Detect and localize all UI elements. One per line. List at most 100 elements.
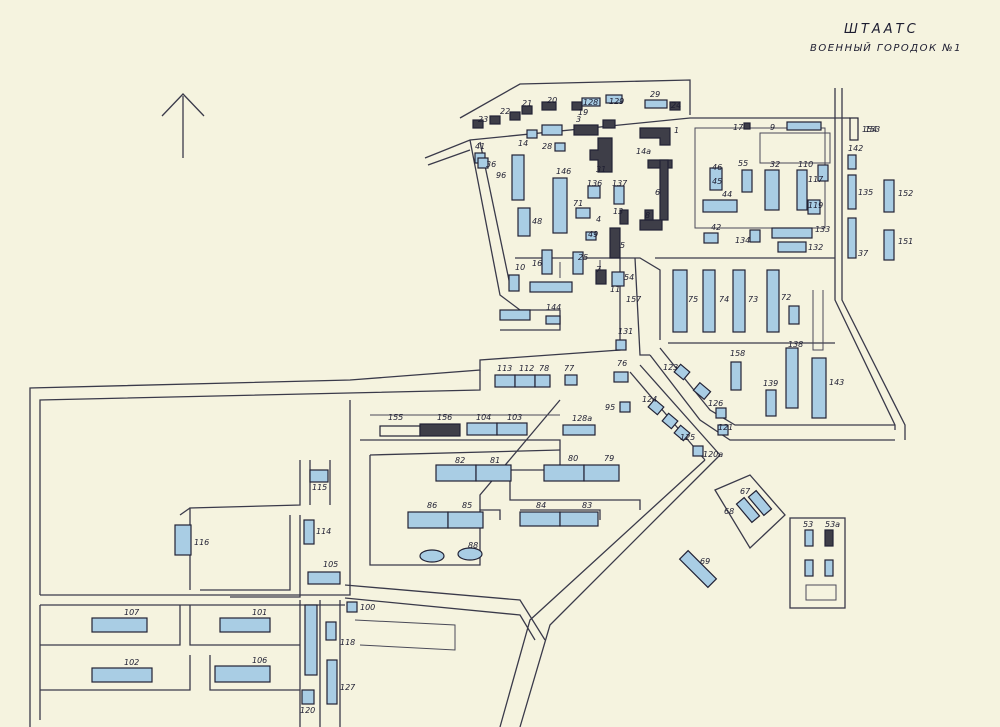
building-label-120: 120 (300, 706, 315, 715)
building-label-14: 14 (518, 139, 528, 148)
building-label-74: 74 (719, 295, 729, 304)
building-label-136: 136 (587, 179, 602, 188)
building-label-123: 123 (663, 363, 678, 372)
building-label-132: 132 (808, 243, 823, 252)
building-label-1: 1 (674, 126, 679, 135)
building-label-143: 143 (829, 378, 844, 387)
building-label-151: 151 (898, 237, 913, 246)
building-label-154: 154 (862, 125, 877, 134)
building-label-83: 83 (582, 501, 592, 510)
building-label-42: 42 (711, 223, 721, 232)
building-label-138: 138 (788, 340, 803, 349)
building-label-95: 95 (605, 403, 615, 412)
building-label-120a: 120a (703, 450, 723, 459)
building-label-67: 67 (740, 487, 751, 496)
building-label-49: 49 (588, 230, 598, 239)
building-label-80: 80 (568, 454, 578, 463)
building-label-10: 10 (515, 263, 525, 272)
building-labels: 134567891011131414a161719202122232425282… (124, 90, 913, 715)
building-label-142: 142 (848, 144, 863, 153)
building-label-156: 156 (437, 413, 452, 422)
building-label-53: 53 (803, 520, 813, 529)
building-label-45: 45 (712, 177, 722, 186)
building-label-69: 69 (700, 557, 710, 566)
building-label-4: 4 (596, 215, 601, 224)
building-label-133: 133 (815, 225, 830, 234)
building-label-3: 3 (576, 115, 581, 124)
building-label-16: 16 (532, 259, 542, 268)
building-label-81: 81 (490, 456, 500, 465)
map-title-line2: ВОЕННЫЙ ГОРОДОК №1 (810, 43, 962, 54)
building-label-96: 96 (496, 171, 506, 180)
building-label-119: 119 (808, 201, 823, 210)
building-label-14a: 14a (636, 147, 651, 156)
building-label-134: 134 (735, 236, 750, 245)
building-label-135: 135 (858, 188, 873, 197)
building-label-128a: 128a (572, 414, 592, 423)
building-label-115: 115 (312, 483, 327, 492)
building-label-127: 127 (340, 683, 356, 692)
building-label-157: 157 (626, 295, 642, 304)
building-label-23: 23 (478, 115, 488, 124)
building-label-124: 124 (642, 395, 657, 404)
building-label-8: 8 (645, 211, 650, 220)
building-label-104: 104 (476, 413, 491, 422)
building-label-102: 102 (124, 658, 139, 667)
building-label-110: 110 (798, 160, 813, 169)
building-label-22: 22 (500, 107, 510, 116)
building-label-53a: 53a (825, 520, 840, 529)
building-label-17: 17 (733, 123, 744, 132)
building-label-21: 21 (522, 99, 532, 108)
building-label-20: 20 (547, 96, 557, 105)
building-label-71: 71 (573, 199, 583, 208)
building-label-46: 46 (712, 163, 722, 172)
building-label-28: 28 (542, 142, 552, 151)
building-label-105: 105 (323, 560, 338, 569)
building-label-126: 126 (708, 399, 723, 408)
building-label-137: 137 (612, 179, 628, 188)
building-label-9: 9 (770, 123, 775, 132)
building-label-100: 100 (360, 603, 375, 612)
building-label-88: 88 (468, 541, 478, 550)
building-label-103: 103 (507, 413, 522, 422)
building-label-129: 129 (609, 97, 624, 106)
building-label-24: 24 (671, 101, 681, 110)
building-label-125: 125 (680, 433, 695, 442)
building-label-25: 25 (578, 253, 588, 262)
building-label-118: 118 (340, 638, 355, 647)
building-label-107: 107 (124, 608, 140, 617)
building-label-116: 116 (194, 538, 209, 547)
buildings (91, 94, 895, 705)
building-label-36: 36 (486, 160, 496, 169)
building-label-139: 139 (763, 379, 778, 388)
building-label-117: 117 (808, 175, 824, 184)
building-label-76: 76 (617, 359, 627, 368)
arrow-up-icon (161, 93, 205, 158)
building-label-106: 106 (252, 656, 267, 665)
building-label-11: 11 (610, 285, 620, 294)
building-label-128: 128 (583, 98, 598, 107)
building-label-32: 32 (770, 160, 780, 169)
building-label-79: 79 (604, 454, 614, 463)
building-label-112: 112 (519, 364, 534, 373)
building-label-146: 146 (556, 167, 571, 176)
building-label-78: 78 (539, 364, 549, 373)
building-label-121: 121 (718, 423, 733, 432)
building-label-75: 75 (688, 295, 698, 304)
building-label-101: 101 (252, 608, 267, 617)
building-label-86: 86 (427, 501, 437, 510)
building-label-155: 155 (388, 413, 403, 422)
building-label-7: 7 (596, 265, 602, 274)
building-label-84: 84 (536, 501, 546, 510)
building-label-85: 85 (462, 501, 472, 510)
building-label-77: 77 (564, 364, 575, 373)
building-label-44: 44 (722, 190, 732, 199)
building-label-6: 6 (655, 188, 660, 197)
map-title: ШТААТС ВОЕННЫЙ ГОРОДОК №1 (810, 22, 990, 54)
building-label-82: 82 (455, 456, 465, 465)
building-label-29: 29 (650, 90, 660, 99)
building-label-113: 113 (497, 364, 512, 373)
building-label-68: 68 (724, 507, 734, 516)
